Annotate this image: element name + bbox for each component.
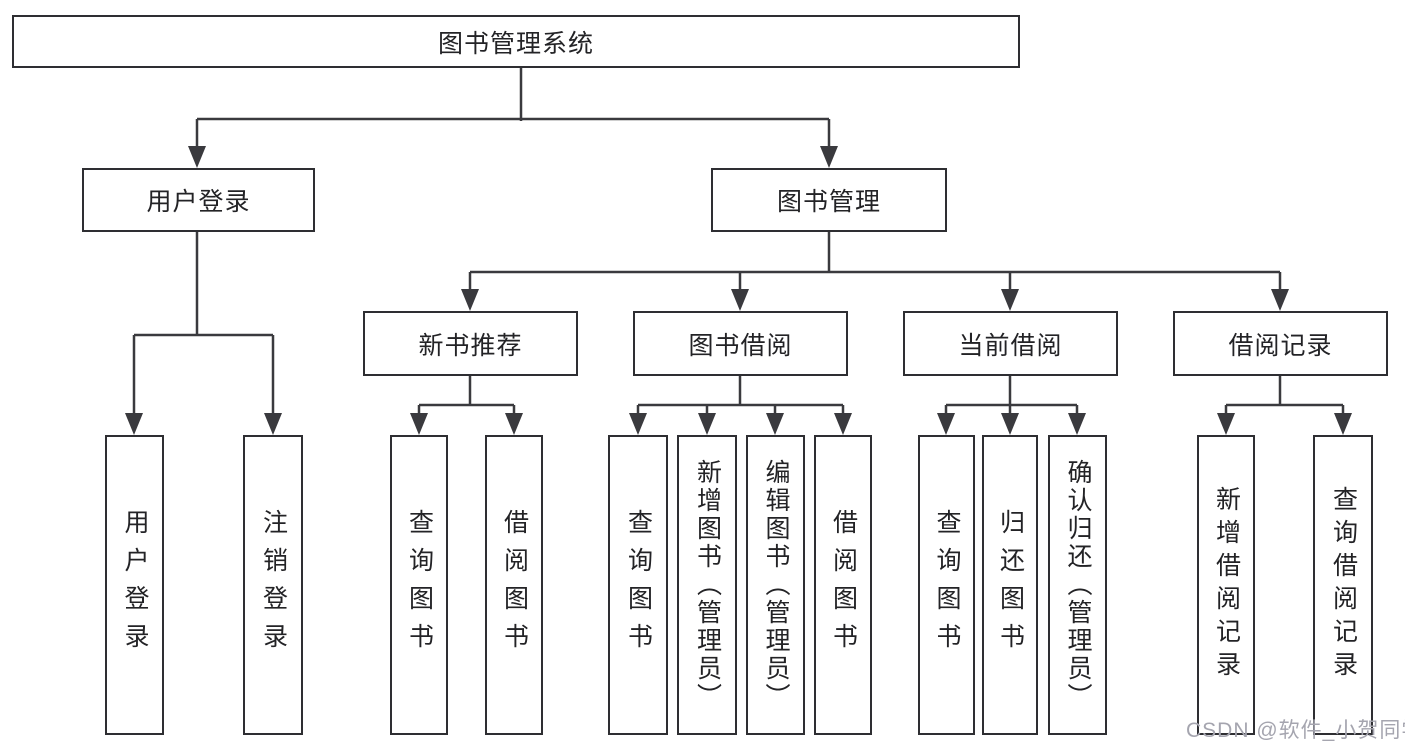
node-label: 查询借阅记录 <box>1329 486 1358 684</box>
leaf-current-query-books: 查询图书 <box>918 435 975 735</box>
node-label: 新书推荐 <box>418 331 523 360</box>
leaf-borrow-query-books: 查询图书 <box>608 435 668 735</box>
node-label: 新增图书（管理员） <box>693 459 722 711</box>
node-current-borrowing: 当前借阅 <box>903 311 1118 376</box>
node-label: 借阅图书 <box>500 509 529 661</box>
leaf-current-confirm-return-admin: 确认归还（管理员） <box>1048 435 1107 735</box>
node-label: 图书借阅 <box>688 331 793 360</box>
node-book-management: 图书管理 <box>711 168 947 232</box>
node-label: 用户登录 <box>146 188 251 216</box>
node-label: 图书管理 <box>776 188 881 216</box>
node-label: 借阅图书 <box>829 509 858 661</box>
leaf-user-login: 用户登录 <box>105 435 164 735</box>
leaf-records-query-record: 查询借阅记录 <box>1313 435 1373 735</box>
csdn-watermark: CSDN @软件_小贺同学 <box>1186 719 1405 742</box>
leaf-logout: 注销登录 <box>243 435 303 735</box>
node-label: 查询图书 <box>405 509 434 661</box>
node-label: 图书管理系统 <box>437 29 594 58</box>
leaf-borrow-edit-books-admin: 编辑图书（管理员） <box>746 435 805 735</box>
node-label: 编辑图书（管理员） <box>762 459 790 711</box>
node-label: 注销登录 <box>259 509 288 661</box>
node-label: 确认归还（管理员） <box>1064 459 1092 711</box>
node-borrowing-records: 借阅记录 <box>1173 311 1388 376</box>
node-label: 查询图书 <box>624 509 653 661</box>
leaf-current-return-books: 归还图书 <box>982 435 1038 735</box>
node-new-book-recommendation: 新书推荐 <box>363 311 578 376</box>
node-label: 用户登录 <box>121 509 149 661</box>
leaf-borrow-add-books-admin: 新增图书（管理员） <box>677 435 737 735</box>
node-label: 归还图书 <box>996 509 1025 661</box>
node-label: 新增借阅记录 <box>1212 486 1241 684</box>
node-library-system: 图书管理系统 <box>12 15 1020 68</box>
leaf-recommend-query-books: 查询图书 <box>390 435 448 735</box>
leaf-records-add-record: 新增借阅记录 <box>1197 435 1255 735</box>
node-label: 借阅记录 <box>1228 331 1333 360</box>
node-label: 查询图书 <box>933 509 961 661</box>
node-label: 当前借阅 <box>958 331 1063 360</box>
leaf-borrow-borrow-books: 借阅图书 <box>814 435 872 735</box>
node-user-login: 用户登录 <box>82 168 315 232</box>
leaf-recommend-borrow-books: 借阅图书 <box>485 435 543 735</box>
node-book-borrowing: 图书借阅 <box>633 311 848 376</box>
